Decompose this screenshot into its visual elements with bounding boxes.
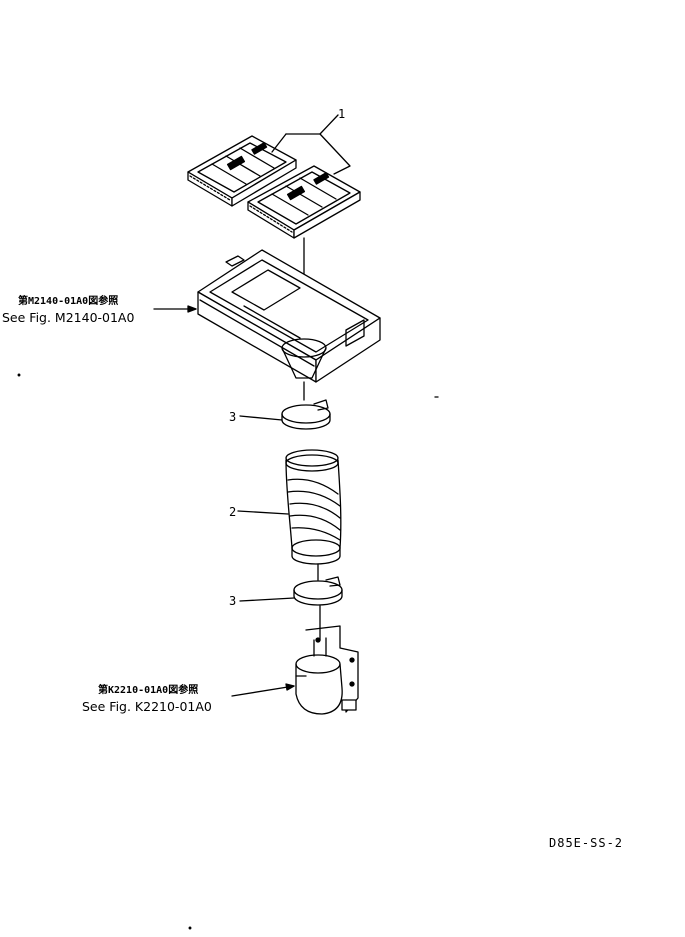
- filter-panel-right: [247, 165, 361, 239]
- scan-speck: [188, 926, 192, 930]
- reference-k2210: 第K2210-01A0図参照 See Fig. K2210-01A0: [82, 683, 295, 714]
- callout-3-lower: 3: [229, 594, 236, 608]
- callout-3-upper: 3: [229, 410, 236, 424]
- callout-2: 2: [229, 505, 236, 519]
- reference-m2140: 第M2140-01A0図参照 See Fig. M2140-01A0: [2, 294, 197, 325]
- callout-1-leader: [271, 114, 351, 175]
- scan-speck: [17, 373, 21, 377]
- callout-2-leader: [237, 510, 289, 515]
- reference-m2140-en: See Fig. M2140-01A0: [2, 310, 134, 325]
- callout-3-lower-leader: [239, 597, 295, 602]
- flexible-hose: [285, 449, 342, 565]
- filter-panel-left: [187, 135, 297, 207]
- housing-tray: [197, 249, 381, 383]
- intake-elbow: [295, 625, 359, 715]
- reference-k2210-jp: 第K2210-01A0図参照: [98, 683, 198, 696]
- reference-k2210-en: See Fig. K2210-01A0: [82, 699, 212, 714]
- reference-m2140-jp: 第M2140-01A0図参照: [18, 294, 118, 307]
- callout-3-upper-leader: [239, 415, 283, 421]
- drawing-code: D85E-SS-2: [549, 836, 623, 850]
- callout-1: 1: [338, 107, 345, 121]
- hose-clamp-upper: [281, 399, 331, 430]
- hose-clamp-lower: [293, 576, 343, 606]
